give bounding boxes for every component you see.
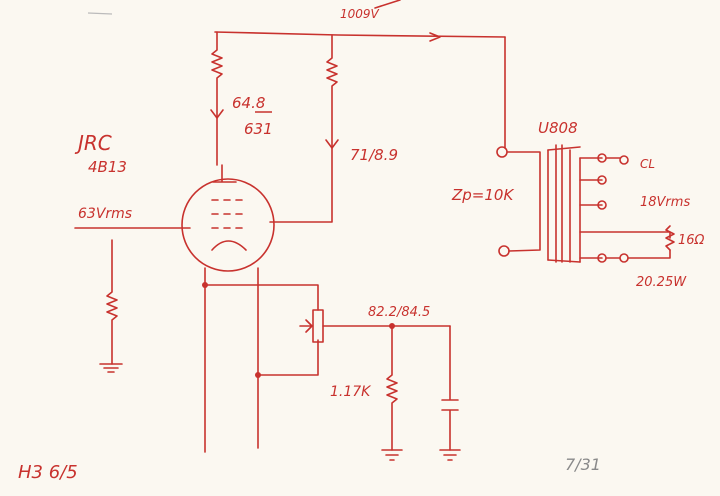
tap-terminal-cl	[619, 155, 629, 165]
pot-top-wire	[204, 284, 319, 311]
tube-cathode	[211, 240, 247, 251]
grid-ground	[99, 363, 123, 373]
rail-arrow	[429, 32, 441, 42]
tap-terminal-2	[597, 175, 607, 185]
load-return-wire	[627, 249, 671, 259]
tube-type-label: 4B13	[88, 158, 127, 176]
primary-terminal-top	[496, 146, 508, 158]
date-label: 7/31	[565, 455, 601, 474]
pencil-scribble	[87, 12, 113, 15]
plate-voltage-label: 1009V	[340, 7, 380, 21]
output-voltage-label: 18Vrms	[640, 195, 690, 210]
tap-wire-4	[579, 231, 671, 239]
cathode-ground	[381, 449, 403, 461]
primary-impedance-label: Zp=10K	[451, 186, 514, 204]
screen-current-arrow	[325, 139, 339, 149]
transformer-core	[547, 144, 571, 263]
cathode-resistor	[386, 325, 398, 451]
tube-plate	[212, 164, 237, 183]
screen-resistor	[269, 34, 338, 223]
grid-input-label: 63Vrms	[78, 206, 132, 222]
plate-current-arrow-left	[210, 109, 224, 119]
plate-resistor-left	[211, 31, 223, 166]
tube-name-label: JRC	[74, 131, 112, 155]
pot-bottom-wire	[257, 339, 319, 376]
tap-terminal-out	[619, 253, 629, 263]
sheet-id-label: H3 6/5	[18, 462, 78, 483]
load-label: 16Ω	[678, 233, 705, 248]
b-plus-rail	[214, 31, 506, 38]
primary-terminal-bottom	[498, 245, 510, 257]
tube-envelope	[181, 178, 275, 272]
transformer-label: U808	[538, 119, 578, 137]
cap-ground	[439, 449, 461, 461]
tap-terminal-3	[597, 200, 607, 210]
cathode-resistor-label: 1.17K	[330, 384, 372, 400]
bypass-capacitor	[441, 325, 459, 451]
rail-slash	[374, 0, 401, 9]
plate-reading-1b: 631	[244, 120, 273, 138]
tap-terminal-1	[597, 153, 607, 163]
load-resistor	[665, 225, 675, 251]
core-edges	[547, 146, 581, 263]
grid-resistor	[106, 239, 118, 365]
plate-reading-1: 64.8	[232, 94, 265, 112]
cathode-voltage-label: 82.2/84.5	[368, 305, 430, 320]
hum-balance-pot	[312, 309, 324, 343]
output-power-label: 20.25W	[636, 275, 687, 290]
primary-winding	[507, 151, 541, 252]
tap-cl-label: CL	[640, 157, 655, 171]
pot-wiper	[299, 319, 313, 333]
screen-reading: 71/8.9	[350, 146, 398, 164]
